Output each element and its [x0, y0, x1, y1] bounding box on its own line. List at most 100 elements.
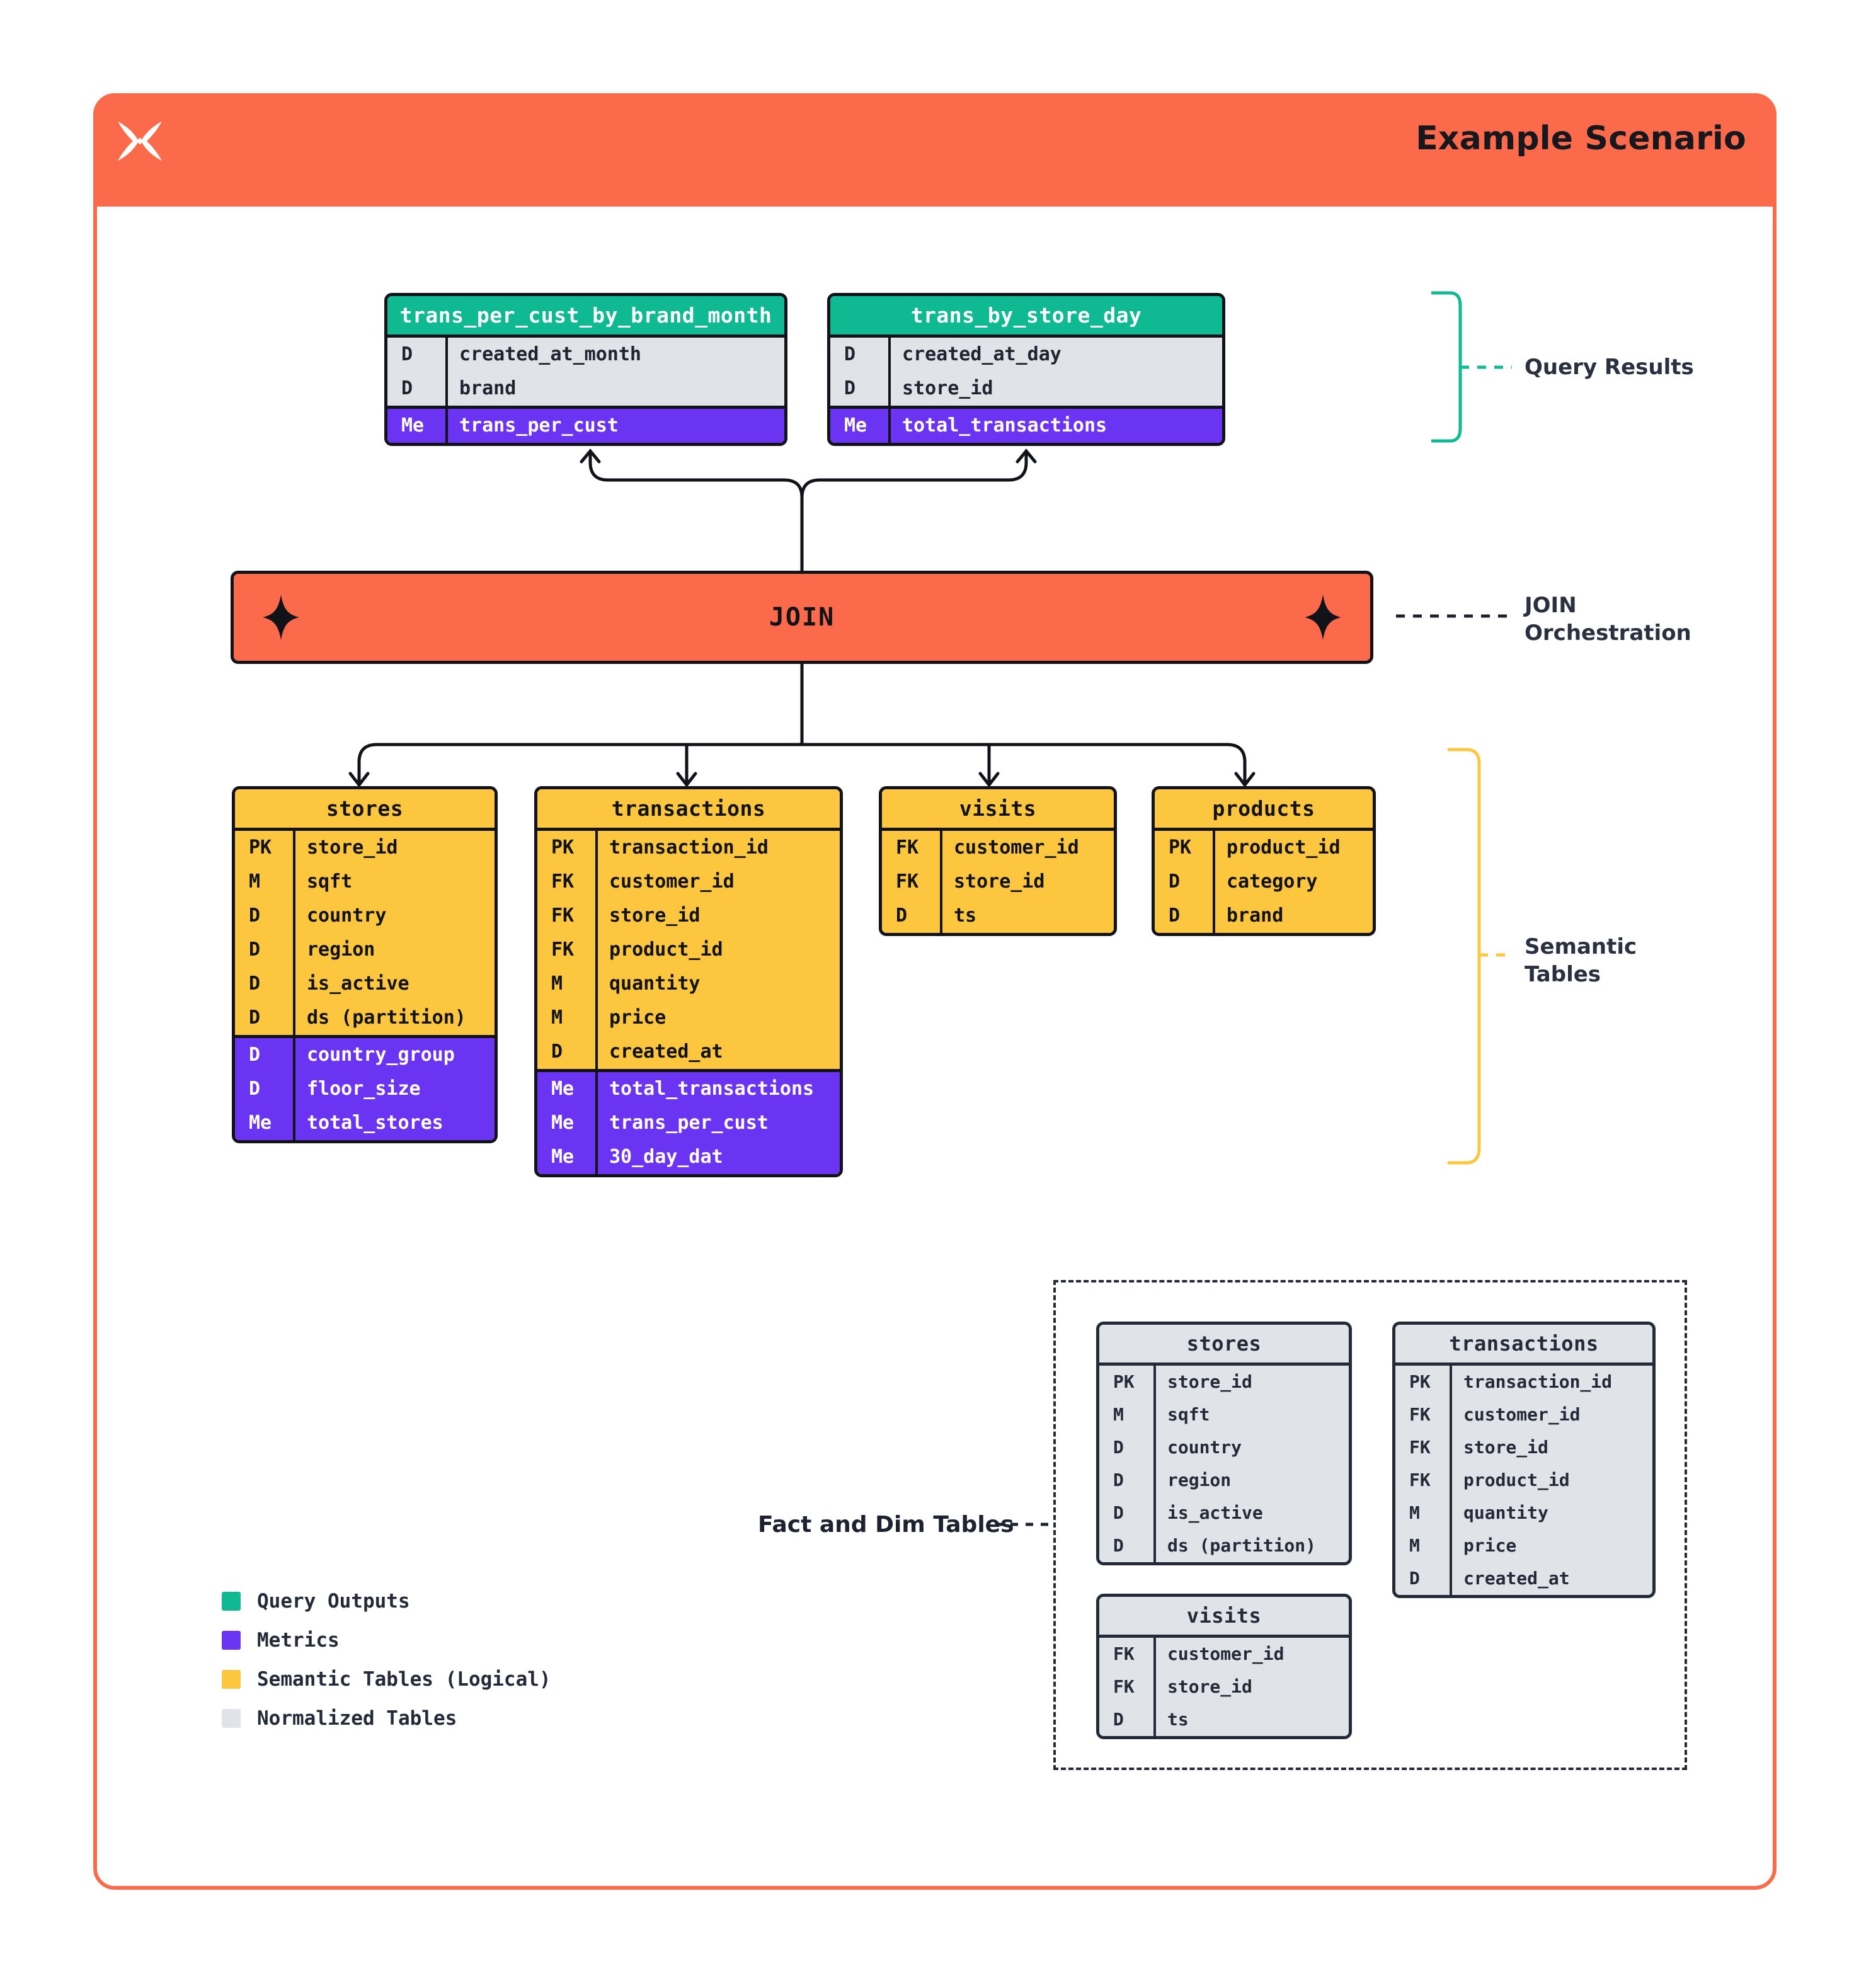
row-field: customer_id [595, 865, 840, 899]
legend-swatch [222, 1709, 241, 1728]
metric-rows: Me total_transactions [830, 406, 1222, 443]
row-key: M [1409, 1502, 1420, 1523]
join-orchestration-bar[interactable]: JOIN [231, 571, 1373, 664]
annotation-line: Semantic [1525, 934, 1637, 959]
row-key: M [249, 871, 261, 893]
query-result-table[interactable]: trans_by_store_day D created_at_day D st… [827, 293, 1225, 446]
legend-item-semantic-tables: Semantic Tables (Logical) [222, 1668, 551, 1691]
row-key: FK [1409, 1470, 1431, 1490]
row-key: D [896, 905, 908, 927]
query-result-table[interactable]: trans_per_cust_by_brand_month D created_… [384, 293, 787, 446]
row-field: region [1153, 1464, 1349, 1497]
row-key: PK [1409, 1371, 1431, 1392]
row-field: 30_day_dat [595, 1140, 840, 1174]
table-row: Me total_transactions [830, 409, 1222, 443]
legend-label: Metrics [257, 1629, 340, 1652]
row-field: price [1450, 1529, 1652, 1562]
row-field: created_at_day [888, 338, 1222, 372]
table-row: FK store_id [882, 865, 1114, 899]
row-field: store_id [940, 865, 1114, 899]
sparkle-icon [263, 595, 299, 640]
row-key: M [1409, 1535, 1420, 1556]
row-field: floor_size [293, 1072, 495, 1106]
row-key: D [1409, 1568, 1420, 1589]
row-key: PK [1113, 1371, 1135, 1392]
row-key: D [249, 1007, 261, 1029]
row-key: D [249, 905, 261, 927]
dimension-rows: D created_at_day D store_id [830, 338, 1222, 406]
legend-item-normalized-tables: Normalized Tables [222, 1707, 551, 1730]
row-field: store_id [293, 831, 495, 865]
row-field: country [293, 899, 495, 933]
row-field: created_at [595, 1035, 840, 1069]
row-key: D [1169, 871, 1181, 893]
row-key: FK [551, 939, 575, 961]
row-key: Me [551, 1146, 575, 1168]
row-field: total_transactions [595, 1072, 840, 1106]
card-header [93, 93, 1777, 207]
sparkle-icon [1305, 595, 1341, 640]
row-field: ds (partition) [293, 1001, 495, 1035]
legend-label: Semantic Tables (Logical) [257, 1668, 551, 1691]
row-key: FK [896, 837, 919, 859]
row-field: total_transactions [888, 409, 1222, 443]
table-row: Me trans_per_cust [387, 409, 784, 443]
row-key: D [1113, 1502, 1124, 1523]
row-field: ts [940, 899, 1114, 933]
row-key: D [551, 1041, 563, 1063]
table-row: PK store_id [235, 831, 495, 865]
row-key: Me [551, 1078, 575, 1100]
row-field: customer_id [1450, 1398, 1652, 1431]
sparkle-x-logo-icon [111, 112, 169, 170]
row-key: PK [249, 837, 272, 859]
legend-item-query-outputs: Query Outputs [222, 1590, 551, 1613]
row-key: D [1169, 905, 1181, 927]
row-key: FK [1409, 1437, 1431, 1458]
row-key: D [1113, 1437, 1124, 1458]
row-field: store_id [1153, 1671, 1349, 1703]
row-key: D [401, 343, 413, 365]
table-row: FK product_id [1395, 1464, 1652, 1497]
row-field: store_id [1450, 1431, 1652, 1464]
row-field: transaction_id [595, 831, 840, 865]
row-key: FK [896, 871, 919, 893]
table-title: trans_by_store_day [830, 296, 1222, 338]
table-title: transactions [1395, 1325, 1652, 1366]
row-key: D [844, 377, 856, 399]
row-key: FK [1113, 1676, 1135, 1697]
row-field: price [595, 1001, 840, 1035]
row-field: is_active [1153, 1497, 1349, 1529]
row-field: product_id [1450, 1464, 1652, 1497]
fact-dim-group [1053, 1280, 1687, 1770]
table-title: transactions [537, 789, 840, 831]
row-key: D [401, 377, 413, 399]
row-key: D [249, 973, 261, 995]
